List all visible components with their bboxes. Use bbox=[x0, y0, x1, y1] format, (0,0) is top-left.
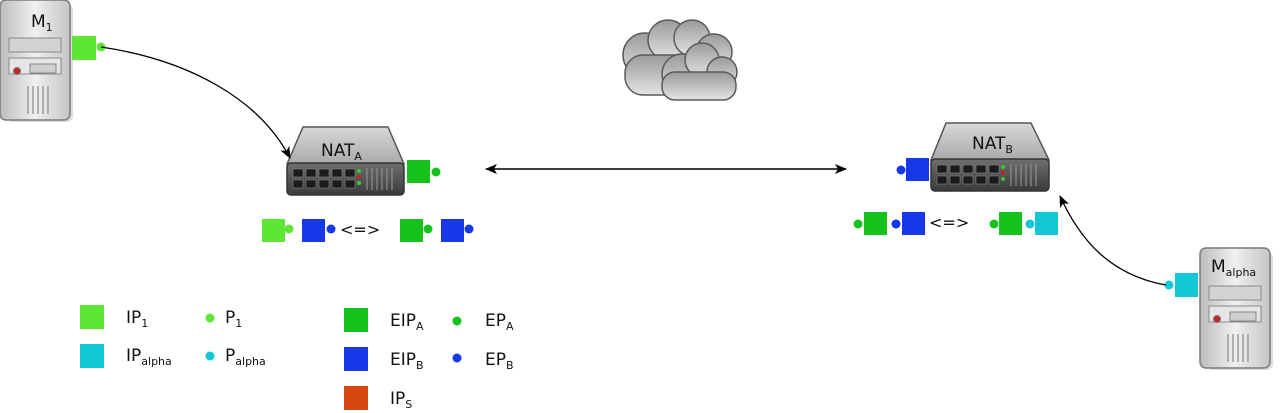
malpha-ip-square bbox=[1175, 273, 1198, 297]
nat-a: NATA bbox=[285, 126, 406, 196]
legend-palpha-label: Palpha bbox=[225, 346, 266, 368]
mapping-b-eipa2-square bbox=[999, 212, 1022, 235]
legend: IP1 P1 IPalpha Palpha EIPA EPA EIPB EPB … bbox=[80, 305, 514, 411]
legend-palpha-swatch bbox=[205, 351, 215, 361]
mapping-b-eipb-square bbox=[902, 212, 925, 235]
legend-epb-swatch bbox=[452, 353, 462, 363]
nat-router-icon bbox=[929, 122, 1051, 192]
mapping-a-arrow: <=> bbox=[340, 220, 380, 239]
legend-eipa-swatch bbox=[344, 308, 368, 332]
nat-router-icon bbox=[285, 126, 406, 196]
legend-eipb-swatch bbox=[344, 347, 368, 371]
legend-p1-label: P1 bbox=[225, 308, 242, 330]
nat-b: NATB bbox=[929, 122, 1051, 192]
legend-eipb-label: EIPB bbox=[390, 350, 424, 372]
mapping-b-palpha-dot bbox=[1025, 219, 1035, 229]
legend-p1-swatch bbox=[205, 313, 215, 323]
mapping-a-epb2-dot bbox=[464, 224, 474, 234]
malpha-port-dot bbox=[1164, 280, 1174, 290]
legend-epa-label: EPA bbox=[485, 311, 514, 333]
server-malpha: Malpha bbox=[1199, 247, 1273, 370]
server-m1: M1 bbox=[0, 0, 73, 122]
nat-b-ep-dot bbox=[896, 165, 906, 175]
m1-label: M1 bbox=[31, 12, 53, 34]
nat-a-mapping: <=> bbox=[262, 219, 474, 242]
nat-a-ep-dot bbox=[431, 167, 441, 177]
nat-b-eip-square bbox=[906, 158, 929, 181]
mapping-b-epa2-dot bbox=[989, 219, 999, 229]
nat-b-label: NATB bbox=[972, 134, 1013, 156]
mapping-b-eipa-square bbox=[864, 212, 887, 235]
legend-ip1-label: IP1 bbox=[126, 308, 148, 330]
mapping-b-epa-dot bbox=[853, 219, 863, 229]
mapping-b-ipalpha-square bbox=[1035, 212, 1058, 235]
mapping-a-epa-dot bbox=[423, 224, 433, 234]
mapping-a-eipa-square bbox=[400, 219, 423, 242]
mapping-b-arrow: <=> bbox=[929, 213, 969, 232]
server-icon bbox=[1199, 247, 1273, 370]
nat-b-mapping: <=> bbox=[853, 212, 1058, 235]
legend-ips-swatch bbox=[344, 386, 368, 410]
legend-ips-label: IPS bbox=[390, 389, 412, 411]
mapping-a-eipb2-square bbox=[441, 219, 464, 242]
legend-ipalpha-label: IPalpha bbox=[126, 346, 172, 368]
legend-ip1-swatch bbox=[80, 305, 104, 329]
server-icon bbox=[0, 0, 73, 122]
nat-a-eip-square bbox=[407, 160, 430, 183]
mapping-a-ip1-square bbox=[262, 219, 285, 242]
legend-epa-swatch bbox=[452, 316, 462, 326]
cloud-icon bbox=[622, 19, 738, 101]
m1-ip-square bbox=[72, 36, 96, 60]
nat-a-label: NATA bbox=[321, 141, 362, 163]
malpha-to-nat-b-arrow bbox=[1059, 195, 1167, 286]
legend-eipa-label: EIPA bbox=[390, 311, 424, 333]
legend-epb-label: EPB bbox=[485, 350, 514, 372]
mapping-b-epb-dot bbox=[891, 219, 901, 229]
mapping-a-eipb-square bbox=[302, 219, 325, 242]
mapping-a-p1-dot bbox=[284, 224, 294, 234]
m1-to-nat-a-arrow bbox=[100, 46, 291, 159]
mapping-a-epb-dot bbox=[326, 224, 336, 234]
malpha-label: Malpha bbox=[1211, 257, 1256, 279]
legend-ipalpha-swatch bbox=[80, 344, 104, 368]
